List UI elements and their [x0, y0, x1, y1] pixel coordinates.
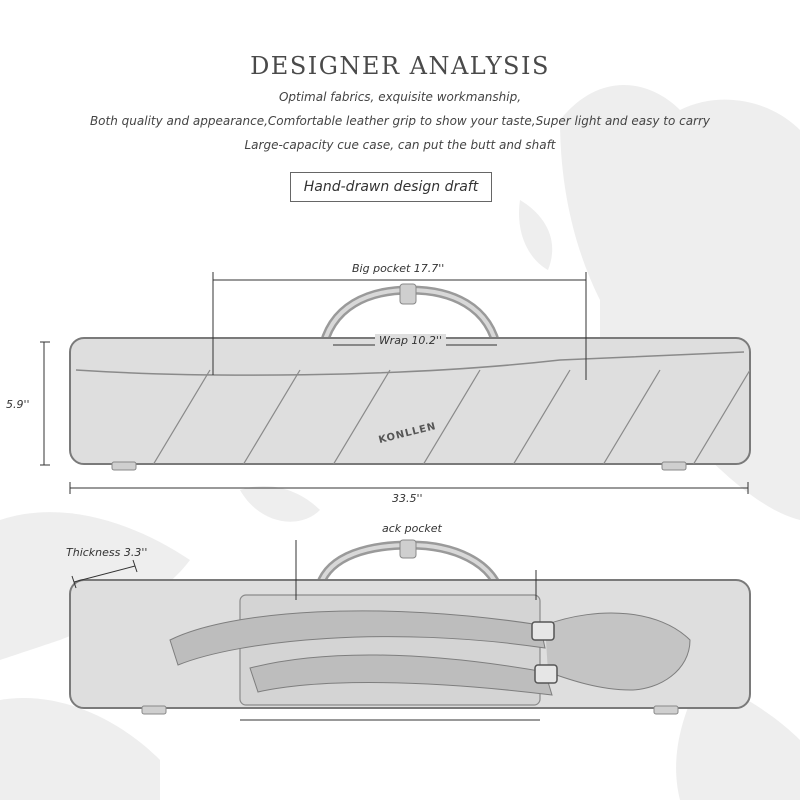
description-line-1: Optimal fabrics, exquisite workmanship, [278, 90, 522, 104]
height-label: 5.9'' [6, 398, 30, 411]
page-title: DESIGNER ANALYSIS [250, 52, 550, 80]
strap-right [249, 654, 553, 696]
description-line-2: Both quality and appearance,Comfortable … [89, 114, 711, 128]
back-pocket-label: ack pocket [382, 522, 442, 535]
back-dimension-lines [71, 540, 540, 721]
back-view [69, 539, 751, 715]
front-view [69, 283, 751, 471]
strap-left [169, 610, 546, 666]
thickness-label: Thickness 3.3'' [66, 546, 148, 559]
length-label: 33.5'' [392, 492, 423, 505]
draft-label: Hand-drawn design draft [303, 179, 479, 195]
wrap-label: Wrap 10.2'' [375, 334, 446, 347]
draft-label-box: Hand-drawn design draft [290, 172, 492, 202]
big-pocket-label: Big pocket 17.7'' [352, 262, 445, 275]
description-line-3: Large-capacity cue case, can put the but… [244, 138, 556, 152]
